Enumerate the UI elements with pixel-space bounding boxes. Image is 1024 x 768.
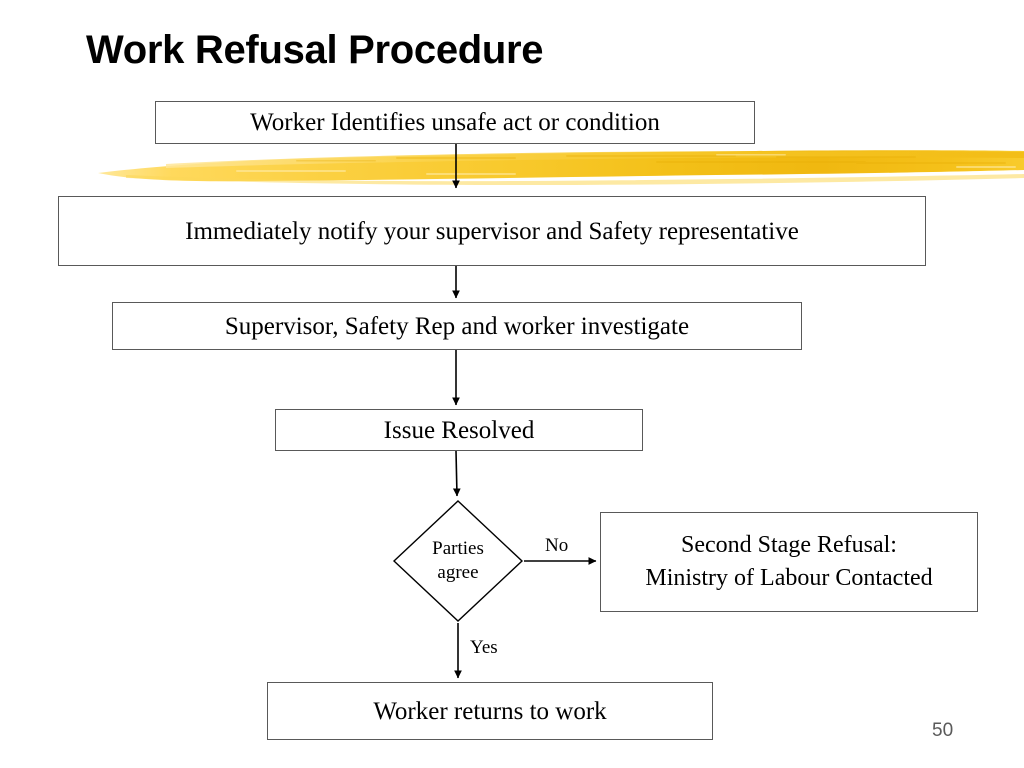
flow-node-second-stage-refusal[interactable]: Second Stage Refusal: Ministry of Labour… — [600, 512, 978, 612]
flow-node-decision-label: Parties agree — [392, 499, 524, 623]
diamond-shape — [392, 500, 524, 622]
second-stage-line-1: Second Stage Refusal: — [681, 532, 897, 558]
edge-label-yes: Yes — [470, 637, 498, 658]
yellow-brush-stroke-decoration — [96, 148, 1024, 186]
decision-label-line-2: agree — [437, 562, 479, 583]
flow-node-worker-returns-label: Worker returns to work — [373, 697, 607, 725]
decision-label-line-1: Parties — [432, 538, 484, 559]
flow-node-worker-returns[interactable]: Worker returns to work — [267, 682, 713, 740]
flow-node-notify[interactable]: Immediately notify your supervisor and S… — [58, 196, 926, 266]
flow-node-investigate-label: Supervisor, Safety Rep and worker invest… — [224, 312, 690, 340]
flow-node-identify-label: Worker Identifies unsafe act or conditio… — [250, 109, 660, 136]
flow-node-notify-label: Immediately notify your supervisor and S… — [185, 217, 799, 245]
edge-label-no: No — [545, 535, 569, 556]
second-stage-line-2: Ministry of Labour Contacted — [645, 565, 933, 591]
edge-resolved-decision — [452, 450, 461, 497]
flow-node-investigate[interactable]: Supervisor, Safety Rep and worker invest… — [112, 302, 802, 350]
flow-node-issue-resolved[interactable]: Issue Resolved — [275, 409, 643, 451]
page-number: 50 — [932, 720, 954, 741]
flow-node-identify[interactable]: Worker Identifies unsafe act or conditio… — [155, 101, 755, 144]
flow-node-second-stage-label: Second Stage Refusal: Ministry of Labour… — [639, 529, 938, 595]
flow-node-decision-parties-agree[interactable]: Parties agree — [392, 499, 524, 623]
page-title: Work Refusal Procedure — [86, 28, 544, 72]
flow-node-issue-resolved-label: Issue Resolved — [383, 416, 535, 444]
